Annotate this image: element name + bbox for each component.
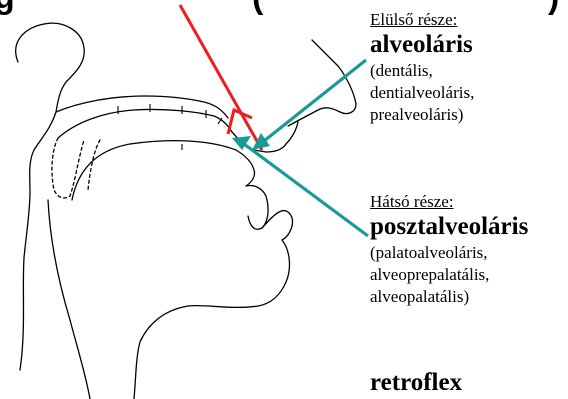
synonym-line: (palatoalveoláris,: [370, 242, 528, 264]
synonym-line: dentialveoláris,: [370, 82, 474, 104]
front-part-heading: Elülső része:: [370, 10, 474, 30]
synonym-line: prealveoláris): [370, 104, 474, 126]
teal-arrow-front-line: [264, 60, 366, 141]
teal-arrow-front: [252, 60, 366, 150]
red-pointer: [180, 5, 262, 150]
back-part-heading: Hátsó része:: [370, 192, 528, 212]
synonym-line: (dentális,: [370, 60, 474, 82]
postalveolar-term: posztalveoláris: [370, 212, 528, 242]
retroflex-label: retroflex: [370, 368, 462, 398]
teal-arrow-back-line: [244, 144, 368, 236]
retroflex-term: retroflex: [370, 368, 462, 398]
uvula: [88, 140, 100, 190]
synonym-line: alveopalatális): [370, 286, 528, 308]
back-part-label: Hátsó része: posztalveoláris (palatoalve…: [370, 192, 528, 308]
velum: [52, 138, 84, 198]
front-part-label: Elülső része: alveoláris (dentális, dent…: [370, 10, 474, 126]
jaw-outline: [134, 240, 289, 399]
alveolar-term: alveoláris: [370, 30, 474, 60]
pharynx-wall: [48, 200, 90, 399]
nasal-cavity-roof: [56, 96, 228, 118]
red-pointer-line: [180, 5, 262, 150]
head-outline: [16, 23, 85, 370]
synonym-line: alveoprepalatális,: [370, 264, 528, 286]
tongue-surface: [72, 141, 255, 200]
lower-teeth: [262, 210, 292, 240]
lower-lip: [246, 185, 268, 229]
